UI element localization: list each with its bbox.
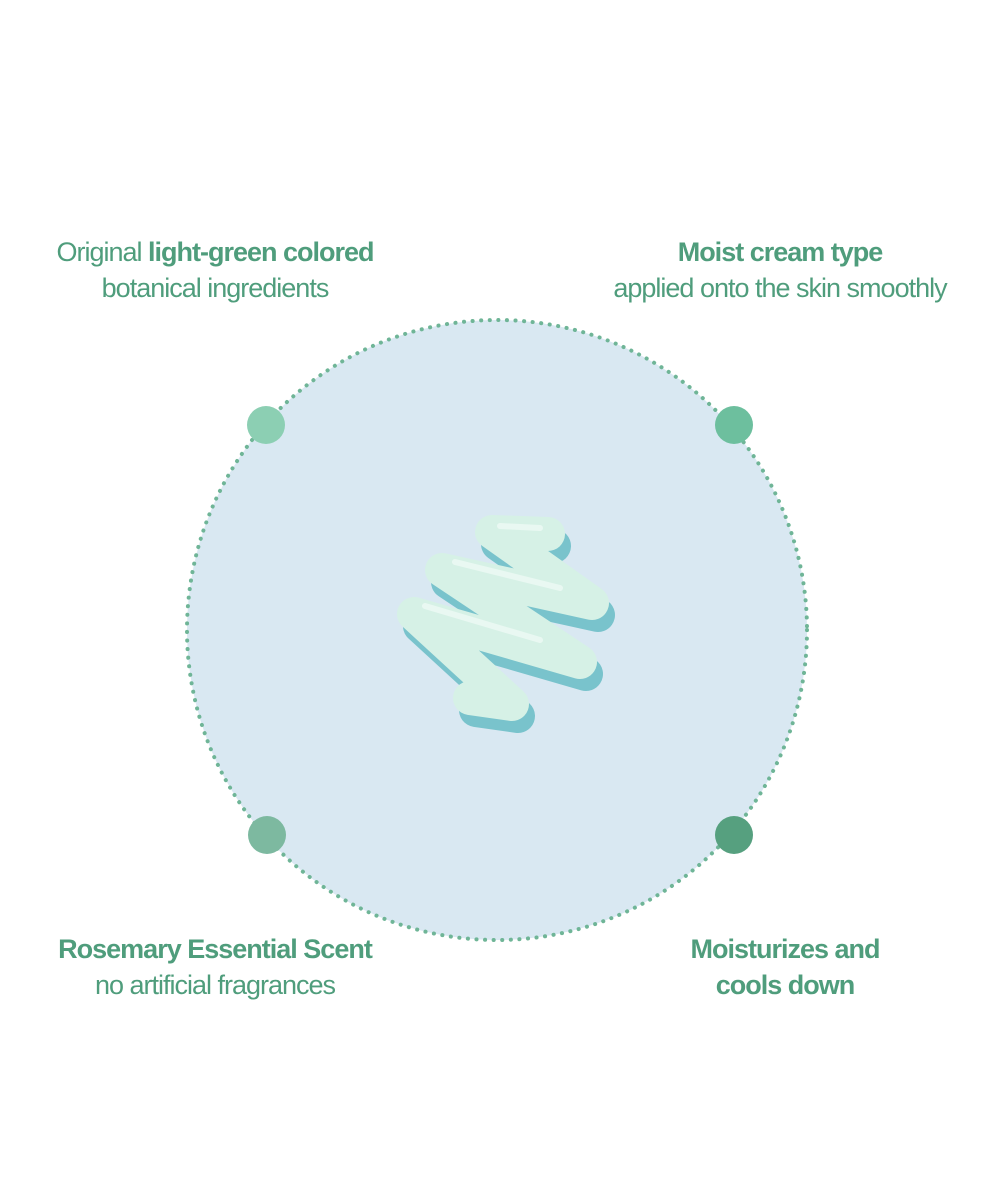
- feature-rosemary-scent: Rosemary Essential Scent no artificial f…: [20, 931, 410, 1003]
- feature-moisturizes: Moisturizes and cools down: [590, 931, 980, 1003]
- feature-cream-type: Moist cream type applied onto the skin s…: [580, 234, 980, 306]
- feature-title: Rosemary Essential Scent: [58, 934, 373, 964]
- feature-subtitle: applied onto the skin smoothly: [613, 273, 947, 303]
- feature-subtitle: botanical ingredients: [101, 273, 330, 303]
- feature-botanical-ingredients: Original light-green colored botanical i…: [20, 234, 410, 306]
- feature-dot-top-right: [715, 406, 753, 444]
- cream-swatch: [397, 515, 615, 733]
- feature-title-line1: Moisturizes and: [690, 934, 880, 964]
- feature-title: Moist cream type: [677, 237, 884, 267]
- feature-dot-bottom-right: [715, 816, 753, 854]
- feature-dot-top-left: [247, 406, 285, 444]
- feature-title: light-green colored: [148, 237, 375, 267]
- feature-title-line2: cools down: [715, 970, 855, 1000]
- feature-prefix: Original: [56, 237, 148, 267]
- feature-subtitle: no artificial fragrances: [94, 970, 336, 1000]
- feature-dot-bottom-left: [248, 816, 286, 854]
